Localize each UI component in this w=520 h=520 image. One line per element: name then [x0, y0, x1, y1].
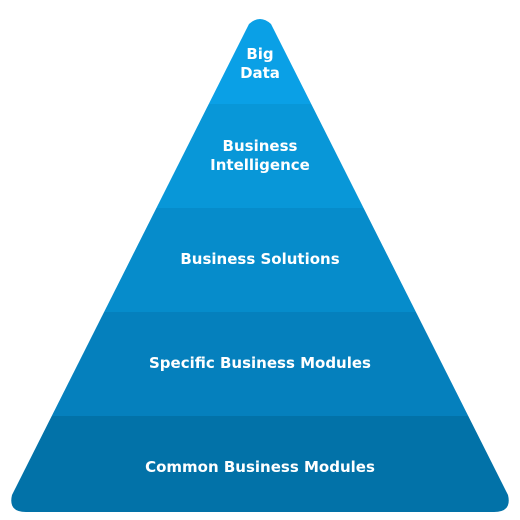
tier-label-business-intelligence: Business Intelligence	[210, 137, 310, 174]
tier-band-5	[11, 416, 509, 512]
tier-label-specific-business-modules: Specific Business Modules	[149, 354, 371, 372]
tier-label-common-business-modules: Common Business Modules	[145, 458, 375, 476]
tier-label-business-solutions: Business Solutions	[180, 250, 340, 268]
tier-label-big-data: Big Data	[240, 45, 280, 82]
